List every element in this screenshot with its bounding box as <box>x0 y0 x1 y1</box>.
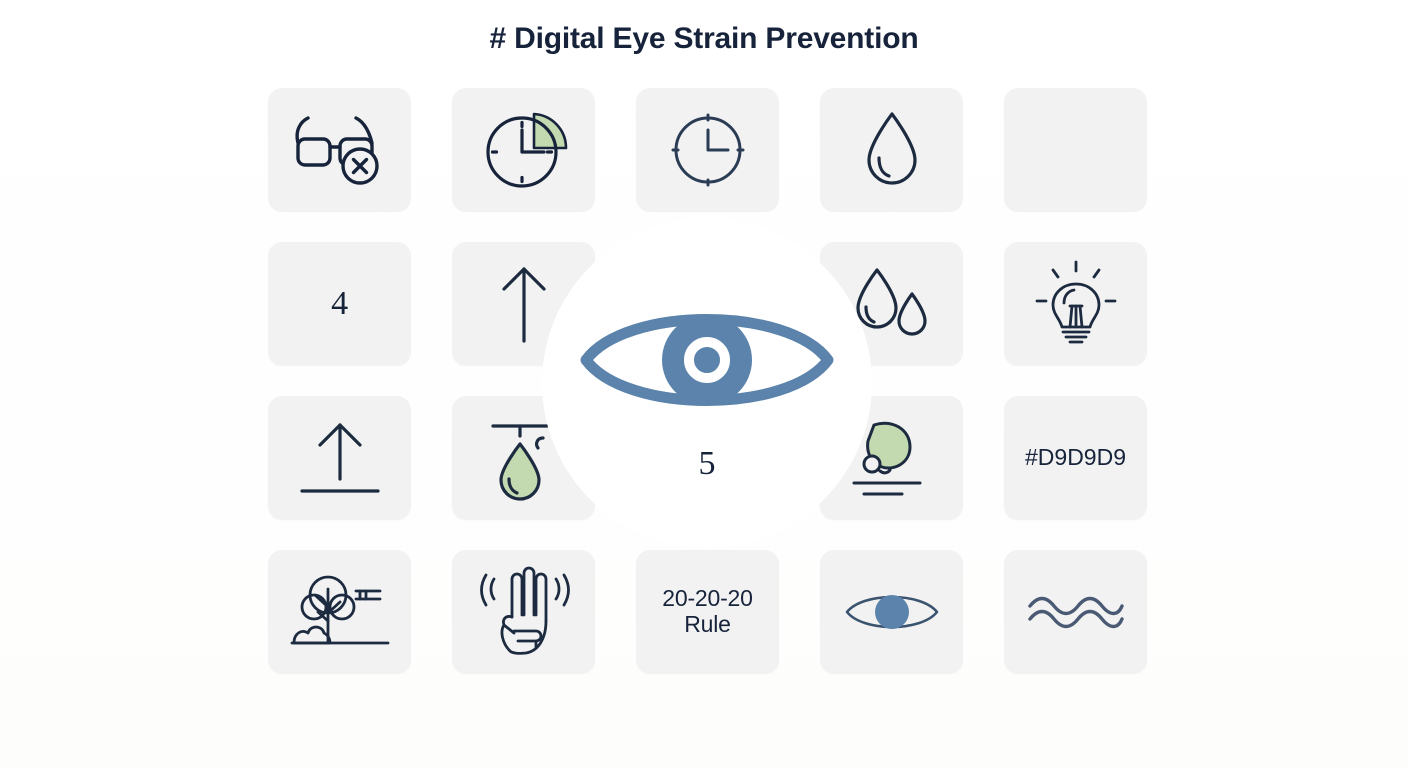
color-swatch-label: #D9D9D9 <box>1025 444 1126 471</box>
twenty-rule-label: 20-20-20 Rule <box>662 585 753 637</box>
grid-cell-tree-landscape[interactable] <box>268 550 411 674</box>
grid-cell-color-swatch: #D9D9D9 <box>1004 396 1147 520</box>
wavy-lines-icon <box>1024 592 1128 632</box>
grid-cell-clock-pie[interactable] <box>452 88 595 212</box>
number-four-tile: 4 <box>331 284 348 322</box>
grid-cell-clock[interactable] <box>636 88 779 212</box>
center-eye-caption: 5 <box>698 445 716 482</box>
grid-cell-eye-small[interactable] <box>820 550 963 674</box>
arrow-up-icon <box>494 263 554 345</box>
icon-grid: 4 <box>268 88 1148 674</box>
grid-cell-lightbulb[interactable] <box>1004 242 1147 366</box>
eye-icon <box>578 296 836 429</box>
tree-landscape-icon <box>288 569 392 655</box>
glasses-off-icon <box>288 113 392 187</box>
clock-pie-icon <box>478 104 570 196</box>
green-bulb-lines-icon <box>846 413 938 503</box>
dripping-drop-icon <box>481 414 567 502</box>
upload-arrow-icon <box>294 417 386 499</box>
grid-cell-number-four: 4 <box>268 242 411 366</box>
grid-cell-empty <box>1004 88 1147 212</box>
three-fingers-hand-icon <box>478 565 570 659</box>
lightbulb-icon <box>1031 258 1121 350</box>
water-drop-icon <box>861 108 923 192</box>
grid-cell-twenty-rule: 20-20-20 Rule <box>636 550 779 674</box>
grid-cell-glasses-off[interactable] <box>268 88 411 212</box>
clock-icon <box>666 108 750 192</box>
grid-cell-three-fingers[interactable] <box>452 550 595 674</box>
grid-cell-water-drop[interactable] <box>820 88 963 212</box>
eye-icon-small <box>841 586 943 638</box>
center-eye-badge[interactable]: 5 <box>542 218 872 548</box>
grid-cell-upload-arrow[interactable] <box>268 396 411 520</box>
grid-cell-wavy-lines[interactable] <box>1004 550 1147 674</box>
page-title: # Digital Eye Strain Prevention <box>489 22 919 55</box>
two-water-drops-icon <box>849 264 935 344</box>
